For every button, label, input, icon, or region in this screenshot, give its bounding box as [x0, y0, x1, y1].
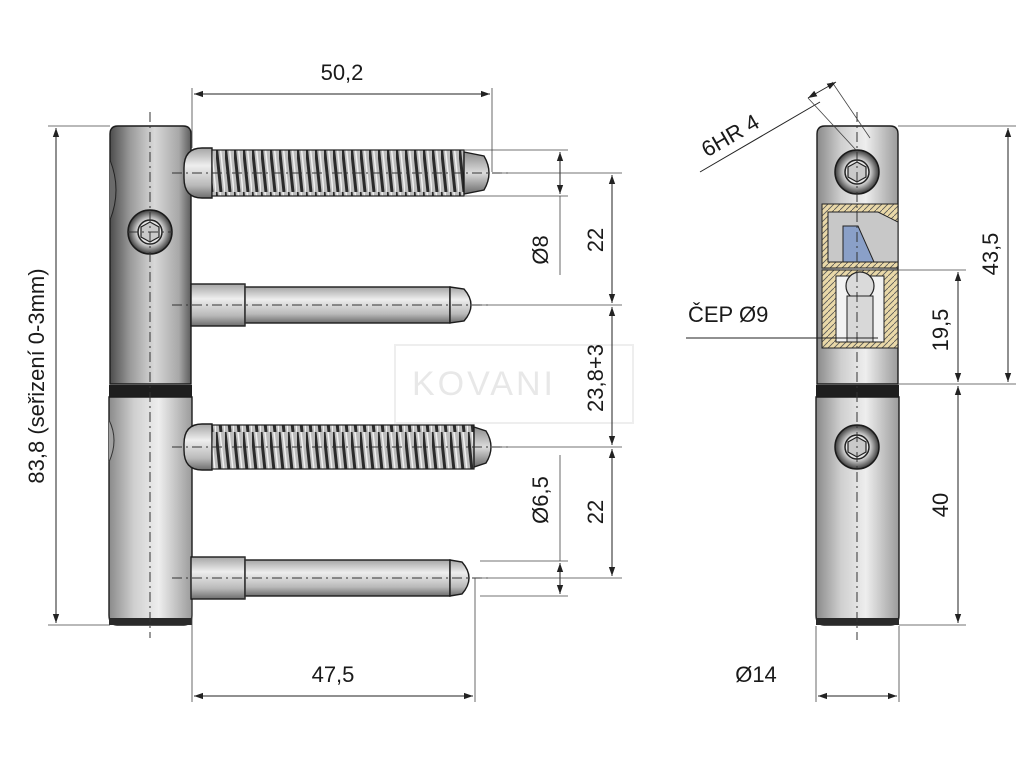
label-pitch-mid: 23,8+3	[583, 344, 608, 412]
dim-width-top: 50,2	[191, 60, 493, 172]
label-height-total: 83,8 (seřizení 0-3mm)	[24, 268, 49, 483]
dim-side-bottom-height: 40	[899, 386, 966, 626]
dim-pin: ČEP Ø9	[686, 302, 878, 339]
side-section-cutaway	[821, 203, 899, 349]
dim-side-diameter: Ø14	[735, 626, 900, 702]
dim-diam-bottom: Ø6,5	[480, 455, 568, 597]
label-pitch-top: 22	[583, 228, 608, 252]
label-side-diameter: Ø14	[735, 662, 777, 687]
label-pin: ČEP Ø9	[688, 302, 768, 327]
label-diam-bottom: Ø6,5	[528, 476, 553, 524]
label-side-top-height: 43,5	[978, 233, 1003, 276]
side-barrel-joint-ring	[816, 385, 899, 397]
label-diam-top: Ø8	[528, 235, 553, 264]
dim-pitch-mid: 23,8+3	[500, 307, 622, 448]
dim-side-top-height: 43,5	[898, 125, 1016, 385]
label-side-bottom-height: 40	[928, 493, 953, 517]
label-width-top: 50,2	[321, 60, 364, 85]
dim-pitch-top: 22	[480, 172, 622, 306]
label-width-bottom: 47,5	[312, 662, 355, 687]
dim-height-total: 83,8 (seřizení 0-3mm)	[24, 125, 110, 626]
dim-diam-top: Ø8	[464, 149, 568, 275]
barrel-joint-ring	[109, 385, 192, 397]
watermark-frame	[394, 344, 634, 424]
front-view: 50,2 47,5 83,8 (seřizení 0-3mm) Ø8	[24, 60, 622, 702]
dim-pitch-bottom: 22	[480, 449, 622, 579]
label-pitch-bottom: 22	[583, 500, 608, 524]
dim-side-mid-height: 19,5	[884, 269, 966, 382]
blue-insert	[842, 225, 875, 263]
front-center-lines	[128, 112, 508, 638]
label-side-mid-height: 19,5	[928, 309, 953, 352]
pin-body	[846, 295, 874, 343]
side-view: 6HR 4 ČEP Ø9 43,5 19,5 40	[686, 81, 1016, 702]
watermark: KOVANI	[394, 344, 634, 424]
dim-width-bottom: 47,5	[191, 578, 476, 702]
watermark-text: KOVANI	[412, 365, 556, 403]
